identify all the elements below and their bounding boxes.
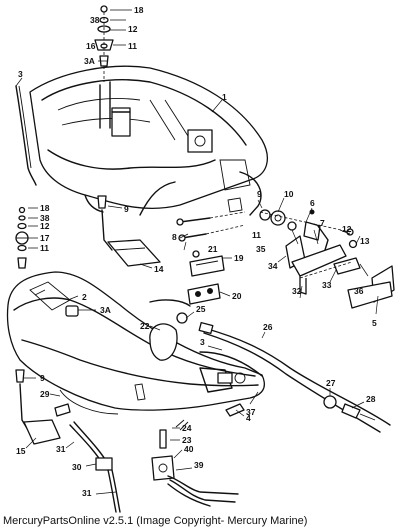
callout-12-top: 12	[128, 24, 138, 34]
callout-30: 30	[72, 462, 82, 472]
harness	[151, 403, 245, 507]
top-cowl	[29, 65, 268, 216]
callout-3a-top: 3A	[84, 56, 95, 66]
callout-7: 7	[320, 218, 325, 228]
callout-25: 25	[196, 304, 206, 314]
latch-bracket	[259, 211, 395, 309]
callout-14: 14	[154, 264, 164, 274]
callout-34: 34	[268, 261, 278, 271]
leader-lines	[15, 9, 379, 495]
callout-9-right: 9	[257, 189, 262, 199]
bottom-cowl	[6, 271, 265, 415]
callout-4: 4	[246, 413, 251, 423]
callout-38-top: 38	[90, 15, 100, 25]
callout-24: 24	[182, 423, 192, 433]
callout-31-lower: 31	[82, 488, 92, 498]
callout-28: 28	[366, 394, 376, 404]
callout-27: 27	[326, 378, 336, 388]
callout-5: 5	[372, 318, 377, 328]
seal-strip-top	[15, 85, 37, 186]
studs	[176, 211, 246, 242]
latch-hook-lower	[15, 369, 61, 445]
mid-hardware-stack	[15, 206, 29, 269]
latch-hook-upper	[97, 195, 161, 267]
callout-19: 19	[234, 253, 244, 263]
callout-18-top: 18	[134, 5, 144, 15]
callout-31-upper: 31	[56, 444, 66, 454]
callout-23: 23	[182, 435, 192, 445]
callout-2: 2	[82, 292, 87, 302]
right-latch-hardware	[259, 209, 329, 269]
callout-10: 10	[284, 189, 294, 199]
callout-6: 6	[310, 198, 315, 208]
callout-37: 37	[246, 407, 256, 417]
callout-3-bottom: 3	[200, 337, 205, 347]
lower-hoses	[54, 403, 121, 513]
top-hardware-stack	[94, 5, 114, 82]
callout-26: 26	[263, 322, 273, 332]
callout-13: 13	[360, 236, 370, 246]
copyright-caption: MercuryPartsOnline v2.5.1 (Image Copyrig…	[3, 515, 308, 527]
callout-36: 36	[354, 286, 364, 296]
callout-11-mid: 11	[40, 243, 49, 253]
callout-3-top: 3	[18, 69, 23, 79]
callout-20: 20	[232, 291, 242, 301]
callout-12-right: 12	[342, 224, 352, 234]
callout-8: 8	[172, 232, 177, 242]
callout-9-lower: 9	[40, 373, 45, 383]
callout-35: 35	[256, 244, 266, 254]
callout-22: 22	[140, 321, 150, 331]
callout-15: 15	[16, 446, 26, 456]
callout-12-mid: 12	[40, 221, 50, 231]
callout-numbers: 18 38 12 16 11 3A 3 1 9 10 6 7 18 38 12 …	[16, 5, 377, 498]
callout-9-upper-latch: 9	[124, 204, 129, 214]
callout-16: 16	[86, 41, 96, 51]
callout-38-mid: 38	[40, 213, 50, 223]
callout-21: 21	[208, 244, 218, 254]
callout-32: 32	[292, 286, 302, 296]
callout-40: 40	[184, 444, 194, 454]
callout-1: 1	[222, 92, 227, 102]
control-cables	[149, 299, 391, 433]
callout-11-top: 11	[128, 41, 137, 51]
callout-11-right: 11	[252, 230, 261, 240]
callout-18-mid: 18	[40, 203, 50, 213]
callout-17: 17	[40, 233, 50, 243]
latch-plates	[187, 250, 225, 305]
callout-33: 33	[322, 280, 332, 290]
callout-29: 29	[40, 389, 50, 399]
callout-3a-bottom: 3A	[100, 305, 111, 315]
callout-39: 39	[194, 460, 204, 470]
